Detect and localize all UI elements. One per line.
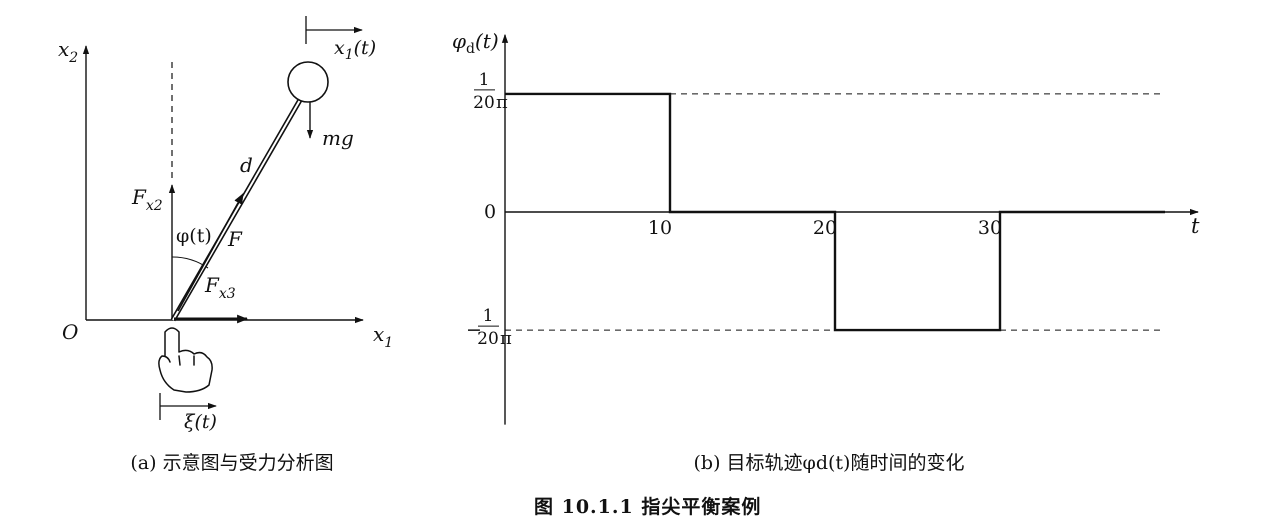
y-tick-negative-denominator: 20 [477, 329, 499, 349]
left-caption: (a) 示意图与受力分析图 [130, 452, 333, 474]
y-tick-negative-numerator: 1 [483, 306, 494, 326]
force-label: F [227, 227, 243, 251]
y-tick-negative-pi: π [500, 328, 512, 349]
x-tick-label-20: 20 [813, 217, 837, 239]
y-axis-label: φd(t) [452, 29, 499, 57]
x-tick-label-30: 30 [978, 217, 1002, 239]
fingertip-hand-icon [158, 327, 213, 393]
length-label: d [240, 153, 253, 177]
origin-label: O [62, 320, 78, 344]
right-caption: (b) 目标轨迹φd(t)随时间的变化 [694, 452, 965, 474]
angle-label: φ(t) [176, 225, 212, 247]
pendulum-mass [287, 61, 329, 103]
bottom-arrow-label: ξ(t) [184, 411, 217, 433]
y-tick-positive-denominator: 20 [473, 93, 495, 113]
y-tick-positive-numerator: 1 [479, 70, 490, 90]
y-tick-positive-pi: π [496, 92, 508, 113]
force-vertical-label: Fx2 [131, 185, 163, 214]
force-rod-arrow [177, 193, 244, 312]
force-axial-label: Fx3 [204, 273, 236, 302]
series-line [505, 92, 1165, 332]
y-tick-label-0: 0 [484, 201, 496, 223]
x-axis-label: t [1191, 214, 1200, 238]
top-arrow-label: x1(t) [334, 37, 376, 63]
gravity-label: mg [322, 126, 354, 150]
figure-caption: 图 10.1.1 指尖平衡案例 [534, 495, 761, 518]
x2-axis-label: x2 [58, 37, 78, 66]
balance-diagram: x1 x2 O Fx2 φ(t) F Fx3 d mg x1(t) [58, 16, 393, 474]
x1-axis-label: x1 [373, 322, 393, 351]
y-tick-negative-sign: − [466, 319, 482, 341]
x-tick-label-10: 10 [648, 217, 672, 239]
